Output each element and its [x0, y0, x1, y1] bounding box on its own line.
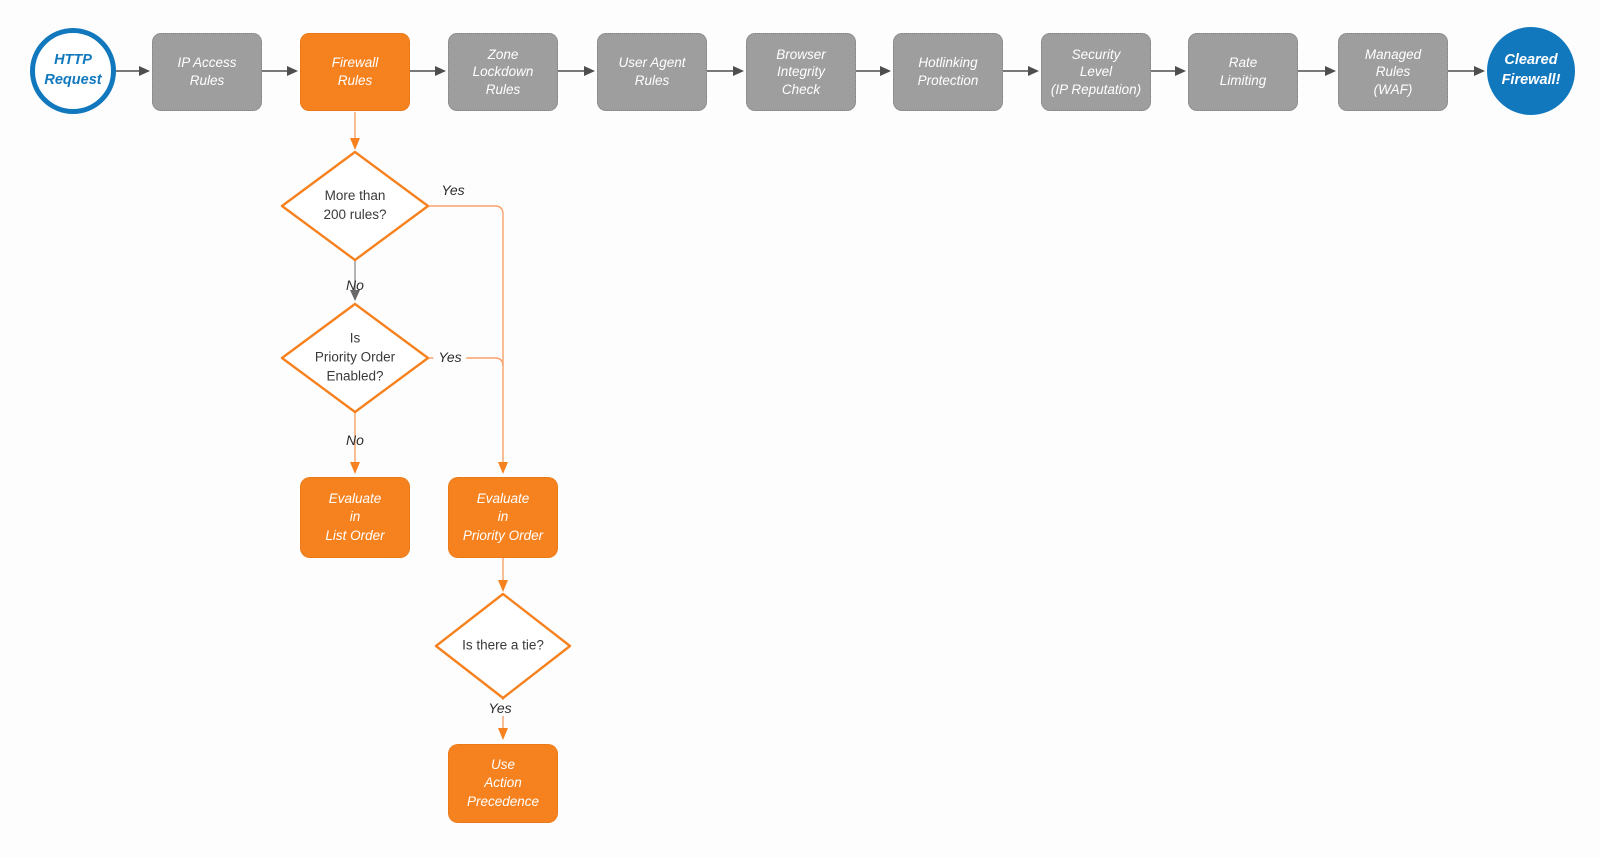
node-cleared-firewall: Cleared Firewall!	[1487, 27, 1575, 115]
edge-label-no-priority-order: No	[346, 432, 364, 448]
edge-label-yes-priority-order: Yes	[433, 349, 467, 365]
node-ip-access-rules: IP Access Rules	[152, 33, 262, 111]
node-security-level: Security Level (IP Reputation)	[1041, 33, 1151, 111]
decision-more-than-200-rules-shape	[280, 150, 430, 262]
node-browser-integrity-check: Browser Integrity Check	[746, 33, 856, 111]
edge-label-no-more-than-200: No	[346, 277, 364, 293]
node-user-agent-rules: User Agent Rules	[597, 33, 707, 111]
node-evaluate-list-order: Evaluate in List Order	[300, 477, 410, 558]
node-firewall-rules: Firewall Rules	[300, 33, 410, 111]
node-use-action-precedence: Use Action Precedence	[448, 744, 558, 823]
decision-is-there-a-tie-shape	[434, 592, 572, 700]
node-http-request: HTTP Request	[30, 28, 116, 114]
node-evaluate-priority-order: Evaluate in Priority Order	[448, 477, 558, 558]
decision-more-than-200-rules-label: More than 200 rules?	[323, 188, 387, 222]
decision-priority-order-enabled-shape	[280, 302, 430, 414]
node-managed-rules-waf: Managed Rules (WAF)	[1338, 33, 1448, 111]
decision-is-there-a-tie-label: Is there a tie?	[462, 637, 544, 653]
decision-priority-order-enabled-label: Is Priority Order Enabled?	[314, 330, 396, 384]
edge-label-yes-tie: Yes	[483, 700, 517, 716]
edge-label-yes-more-than-200: Yes	[441, 182, 465, 198]
node-zone-lockdown-rules: Zone Lockdown Rules	[448, 33, 558, 111]
edge-yes-200-to-priority-order-box	[428, 205, 508, 474]
edge-yes-priority-join	[428, 357, 504, 367]
node-rate-limiting: Rate Limiting	[1188, 33, 1298, 111]
node-hotlinking-protection: Hotlinking Protection	[893, 33, 1003, 111]
